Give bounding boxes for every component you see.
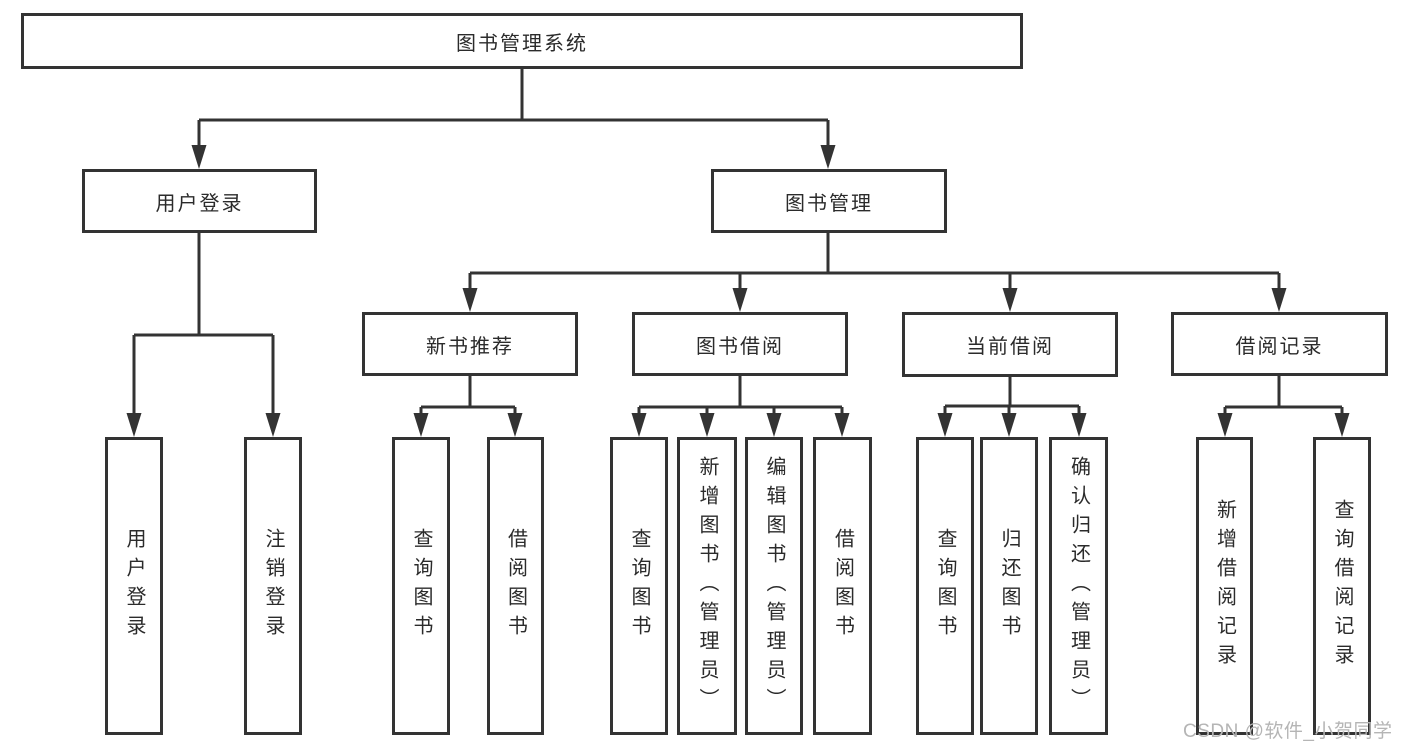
arrowhead [191, 145, 207, 169]
arrowhead [820, 145, 836, 169]
csdn-watermark: CSDN @软件_小贺同学 [1183, 721, 1393, 742]
leaf-add-borrow-record: 新增借阅记录 [1196, 437, 1253, 735]
leaf-return-books: 归还图书 [980, 437, 1038, 735]
node-current-borrowing: 当前借阅 [902, 312, 1118, 377]
leaf-logout: 注销登录 [244, 437, 302, 735]
connector-borrow-records [1223, 376, 1344, 415]
arrowhead [937, 413, 953, 437]
node-label: 注销登录 [262, 528, 284, 644]
leaf-borrow-books-2: 借阅图书 [813, 437, 872, 735]
arrowhead [1271, 288, 1287, 312]
node-label: 查询图书 [628, 528, 650, 644]
node-label: 图书管理 [785, 192, 873, 215]
leaf-query-books-3: 查询图书 [916, 437, 974, 735]
node-label: 新增借阅记录 [1213, 499, 1236, 673]
connector-new-book-rec [419, 376, 517, 415]
connector-current-borrow [943, 377, 1081, 415]
node-label: 查询图书 [934, 528, 956, 644]
node-label: 当前借阅 [966, 336, 1054, 358]
arrowhead [1002, 288, 1018, 312]
node-label: 图书管理系统 [456, 32, 588, 55]
leaf-user-login: 用户登录 [105, 437, 163, 735]
node-label: 查询图书 [410, 528, 432, 644]
connector-book-mgmt [468, 233, 1281, 290]
arrowheads [126, 145, 1350, 437]
arrowhead [766, 413, 782, 437]
leaf-edit-books-admin: 编辑图书（管理员） [745, 437, 803, 735]
arrowhead [265, 413, 281, 437]
arrowhead [1217, 413, 1233, 437]
node-label: 用户登录 [123, 528, 145, 644]
node-label: 编辑图书（管理员） [763, 455, 785, 717]
node-label: 确认归还（管理员） [1067, 455, 1090, 717]
node-label: 借阅记录 [1235, 335, 1324, 358]
node-label: 借阅图书 [831, 528, 854, 644]
leaf-query-books-1: 查询图书 [392, 437, 450, 735]
node-label: 借阅图书 [504, 528, 527, 644]
node-label: 归还图书 [998, 528, 1020, 644]
arrowhead [631, 413, 647, 437]
arrowhead [507, 413, 523, 437]
arrowhead [834, 413, 850, 437]
node-book-management: 图书管理 [711, 169, 947, 233]
leaf-query-borrow-record: 查询借阅记录 [1313, 437, 1371, 735]
node-library-system: 图书管理系统 [21, 13, 1023, 69]
leaf-query-books-2: 查询图书 [610, 437, 668, 735]
node-label: 新书推荐 [426, 335, 514, 358]
node-borrowing-records: 借阅记录 [1171, 312, 1388, 376]
connector-book-borrow [637, 376, 844, 415]
arrowhead [1001, 413, 1017, 437]
connector-user-login [132, 233, 275, 415]
arrowhead [1071, 413, 1087, 437]
node-new-book-recommend: 新书推荐 [362, 312, 578, 376]
arrowhead [413, 413, 429, 437]
node-label: 查询借阅记录 [1331, 499, 1353, 673]
node-label: 用户登录 [155, 192, 244, 215]
node-user-login: 用户登录 [82, 169, 317, 233]
arrowhead [462, 288, 478, 312]
arrowhead [126, 413, 142, 437]
arrowhead [732, 288, 748, 312]
leaf-borrow-books-1: 借阅图书 [487, 437, 544, 735]
arrowhead [699, 413, 715, 437]
connector-root [197, 69, 830, 147]
leaf-confirm-return-admin: 确认归还（管理员） [1049, 437, 1108, 735]
node-label: 新增图书（管理员） [696, 455, 718, 717]
arrowhead [1334, 413, 1350, 437]
node-book-borrowing: 图书借阅 [632, 312, 848, 376]
node-label: 图书借阅 [696, 335, 784, 358]
leaf-add-books-admin: 新增图书（管理员） [677, 437, 737, 735]
